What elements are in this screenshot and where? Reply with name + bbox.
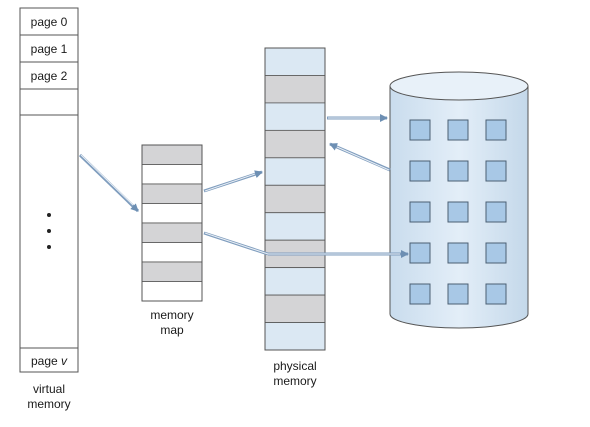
virtual-memory: page 0 page 1 page 2 page v virtual memo… xyxy=(19,7,79,411)
disk-block xyxy=(485,119,507,141)
disk-block xyxy=(485,242,507,264)
disk-block xyxy=(409,201,431,223)
disk-block xyxy=(485,160,507,182)
memory-map-frame xyxy=(141,183,203,204)
disk-top xyxy=(389,71,529,101)
physical-memory-label-line2: memory xyxy=(273,374,316,388)
memory-map-label-line1: memory xyxy=(150,308,193,322)
virtual-memory-label-line2: memory xyxy=(27,397,70,411)
physical-memory-frame xyxy=(264,184,326,214)
memory-map-frame xyxy=(141,222,203,243)
physical-memory-frame xyxy=(264,157,326,186)
memory-map-label-line2: map xyxy=(160,323,184,337)
memory-map-frame xyxy=(141,144,203,165)
physical-memory-frame xyxy=(264,322,326,351)
disk-block xyxy=(485,201,507,223)
virtual-memory-label-line1: virtual xyxy=(33,382,65,396)
physical-memory-label-line1: physical xyxy=(273,359,316,373)
arrow-virtual-to-map xyxy=(78,153,140,213)
memory-map-frame xyxy=(141,261,203,282)
page-0-label: page 0 xyxy=(31,15,68,29)
memory-map-frame xyxy=(141,164,203,185)
disk-block xyxy=(447,201,469,223)
ellipsis-dot xyxy=(47,213,51,217)
page-1-label: page 1 xyxy=(31,42,68,56)
ellipsis-dot xyxy=(47,245,51,249)
disk-block xyxy=(485,283,507,305)
memory-map-frame xyxy=(141,281,203,302)
disk-block xyxy=(409,160,431,182)
physical-memory-frame xyxy=(264,102,326,131)
arrows xyxy=(78,114,409,258)
physical-memory: physical memory xyxy=(264,47,326,388)
disk-block xyxy=(409,283,431,305)
page-v-label: page v xyxy=(31,354,68,368)
page-2-label: page 2 xyxy=(31,69,68,83)
physical-memory-frame xyxy=(264,294,326,323)
memory-map-outline xyxy=(141,144,203,302)
memory-map-frame xyxy=(141,203,203,224)
disk xyxy=(389,71,529,329)
virtual-memory-column xyxy=(19,7,79,373)
disk-block xyxy=(447,283,469,305)
physical-memory-frame xyxy=(264,212,326,241)
arrow-highlights xyxy=(80,117,400,255)
physical-memory-frame xyxy=(264,129,326,159)
memory-map-frame xyxy=(141,242,203,263)
ellipsis-dot xyxy=(47,229,51,233)
disk-block xyxy=(409,242,431,264)
physical-memory-frame xyxy=(264,75,326,104)
physical-memory-outline xyxy=(264,47,326,351)
physical-memory-frame xyxy=(264,267,326,296)
physical-memory-frame xyxy=(264,47,326,76)
disk-block xyxy=(447,119,469,141)
disk-block xyxy=(447,160,469,182)
memory-map: memory map xyxy=(141,144,203,337)
disk-block xyxy=(447,242,469,264)
disk-block xyxy=(409,119,431,141)
